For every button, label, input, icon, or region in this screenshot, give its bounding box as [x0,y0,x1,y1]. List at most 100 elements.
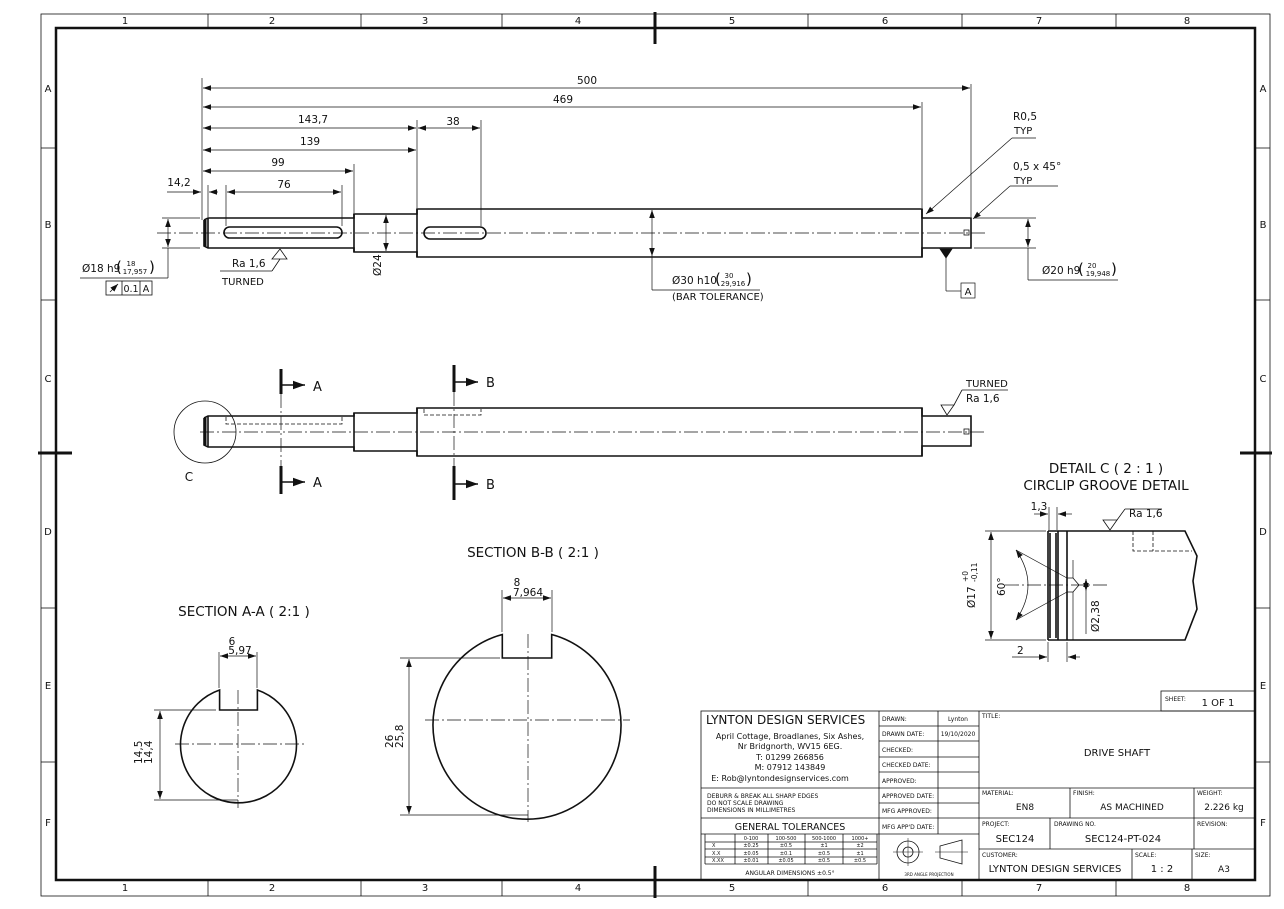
section-aa-h1: 14,5 [133,741,145,764]
tb-tol-r2c2: ±0.1 [780,851,792,857]
left-dia-upper: 18 [127,260,136,268]
tb-sheet-label: SHEET: [1165,696,1186,703]
mid-dia-note: (BAR TOLERANCE) [672,292,764,303]
section-aa-hatch [179,688,298,804]
section-b-label-bottom: B [486,478,495,493]
zone-row-e: E [45,681,51,692]
zone-row-f-right: F [1260,818,1266,829]
detail-c-groove-width: 1,3 [1031,501,1048,513]
tb-address2: Nr Bridgnorth, WV15 6EG. [738,742,843,751]
mid-diameter-dim [649,210,760,291]
detail-c-marker: C [185,470,193,484]
dim-143: 143,7 [298,114,328,126]
tb-approved-date-label: APPROVED DATE: [882,793,934,800]
tb-material-value: EN8 [1016,803,1034,813]
detail-c-finish-symbol [1102,508,1162,531]
zone-col-8: 8 [1184,16,1190,27]
plan-finish-note: TURNED [965,379,1008,390]
tb-tol-r1c4: ±2 [856,843,863,849]
surface-finish-symbol-left [220,248,288,272]
tb-drawn-label: DRAWN: [882,716,907,723]
tb-finish-value: AS MACHINED [1100,803,1164,813]
tb-drawing-label: DRAWING NO. [1054,821,1096,828]
tb-notes3: DIMENSIONS IN MILLIMETRES [707,807,796,814]
tb-tol-r2c0: X.X [712,851,721,857]
centre-hole [963,229,970,236]
zone-col-1-bottom: 1 [122,883,128,894]
section-bb-title: SECTION B-B ( 2:1 ) [467,545,599,561]
zone-col-7-bottom: 7 [1036,883,1042,894]
detail-c-diameter: Ø17 [966,586,978,608]
runout-tol: 0.1 [123,284,138,295]
section-a-cut-line [279,369,305,494]
detail-c-outline [1047,530,1198,641]
left-diameter-dim [80,217,200,279]
dim-76: 76 [277,179,291,191]
section-aa-dims [154,652,258,801]
radius-typ: TYP [1013,126,1032,137]
tb-mfg-date-label: MFG APP'D DATE: [882,824,934,831]
tb-checked-date-label: CHECKED DATE: [882,762,931,769]
dim-139: 139 [300,136,320,148]
tb-tol-r2c3: ±0.5 [818,851,830,857]
chamfer-leader [972,185,1058,220]
tb-gen-tol-title: GENERAL TOLERANCES [735,822,846,833]
section-aa-w1: 6 [229,636,236,648]
tb-size-label: SIZE: [1195,852,1211,859]
section-b-label-top: B [486,376,495,391]
tb-mobile: M: 07912 143849 [755,763,826,772]
section-aa-view: SECTION A-A ( 2:1 ) 6 5,97 14,5 14,4 [133,604,310,808]
tb-tol-r3c2: ±0.05 [778,858,793,864]
keyway-1 [223,226,343,239]
detail-c-dims [985,507,1089,662]
plan-hidden-keyways [225,409,482,425]
tb-project-label: PROJECT: [982,821,1009,828]
left-dia-lower: 17,957 [123,268,148,276]
mid-dia-paren-close: ) [746,270,752,288]
surface-finish-symbol-right [940,389,1008,416]
zone-row-f: F [45,818,51,829]
tb-phone: T: 01299 266856 [755,753,824,762]
detail-c-finish: Ra 1,6 [1129,508,1163,520]
dim-469: 469 [553,94,573,106]
tb-tol-table: 0-100 100-500 500-1000 1000+ X ±0.25 ±0.… [712,836,868,864]
section-bb-view: SECTION B-B ( 2:1 ) 8 7,964 26 25,8 [384,545,630,822]
tb-tol-h3: 500-1000 [812,836,836,842]
tb-scale-value: 1 : 2 [1151,864,1173,875]
plan-view: C A A B B TURNED Ra 1,6 [173,365,1008,500]
horizontal-dimensions [167,78,972,226]
right-dia-paren-close: ) [1111,260,1117,278]
zone-row-e-right: E [1260,681,1266,692]
section-bb-w1: 8 [514,577,521,589]
sheet-border [38,12,1272,898]
section-a-label-bottom: A [313,476,322,491]
zone-row-c: C [45,374,52,385]
plan-centre-hole [963,428,970,435]
radius-note: R0,5 [1013,111,1037,123]
tb-weight-value: 2.226 kg [1204,803,1244,813]
left-dia-label: Ø18 h9 [82,263,120,275]
right-diameter-dim [974,217,1118,281]
zone-row-b: B [45,220,52,231]
zone-labels: 1 2 3 4 5 6 7 8 1 2 3 4 5 6 7 8 A B C D … [44,16,1267,894]
zone-col-5: 5 [729,16,735,27]
tb-notes2: DO NOT SCALE DRAWING [707,800,784,807]
left-dia-paren-close: ) [149,258,155,276]
detail-c-circle [173,400,237,464]
section-aa-w2: 5,97 [228,645,251,657]
radius-leader [925,137,1036,215]
tb-drawn-value: Lynton [948,716,968,723]
tb-tol-r3c0: X.XX [712,858,724,864]
left-dia-paren-open: ( [116,258,122,276]
tb-tol-r1c1: ±0.25 [743,843,758,849]
tb-tol-h2: 100-500 [776,836,797,842]
zone-col-3: 3 [422,16,428,27]
section-a-label-top: A [313,380,322,395]
detail-c-hole: Ø2,38 [1090,600,1102,632]
zone-col-6: 6 [882,16,888,27]
tb-address1: April Cottage, Broadlanes, Six Ashes, [716,732,864,741]
tb-tol-r3c4: ±0.5 [854,858,866,864]
dim-dia-24: Ø24 [372,254,384,276]
zone-col-4: 4 [575,16,581,27]
